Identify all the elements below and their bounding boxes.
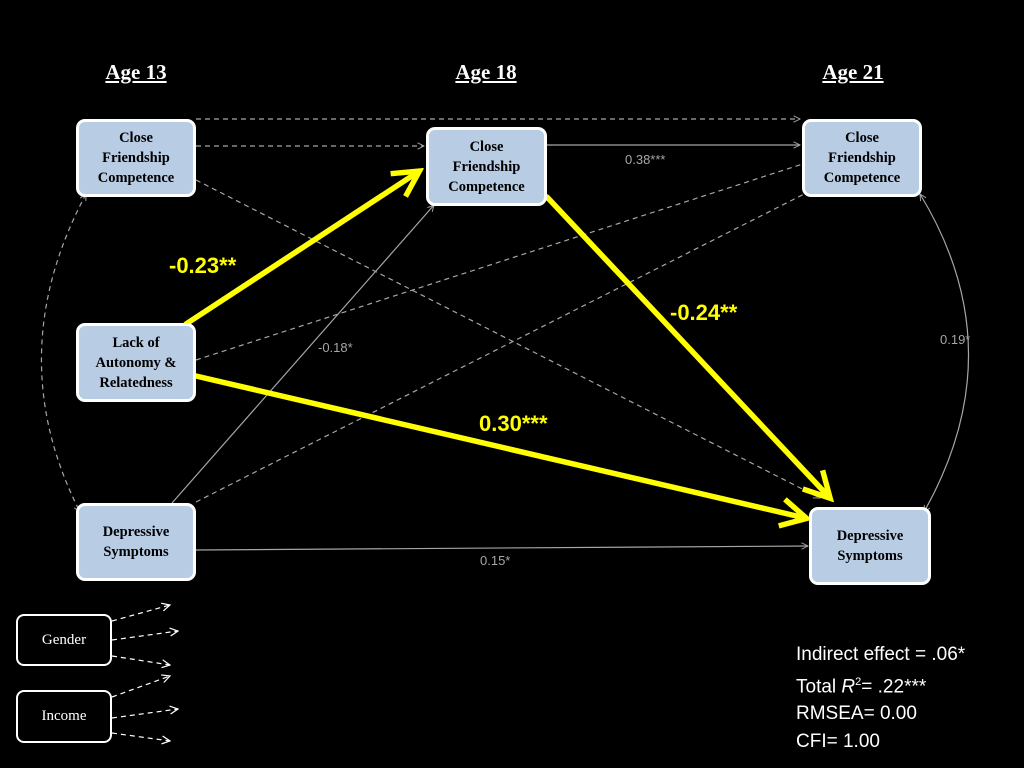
control-income-label: Income xyxy=(41,708,87,724)
control-gender-label: Gender xyxy=(41,631,87,648)
coef-cfc18-to-depr21: -0.24** xyxy=(670,300,738,325)
coef-cfc21-with-depr21: 0.19* xyxy=(940,332,971,347)
covariate-gender-arrow-1 xyxy=(111,605,170,622)
covariate-income-arrow-2 xyxy=(111,709,178,719)
path-cfc13-with-depr13 xyxy=(40,194,87,512)
node-depressive-symptoms-age-21: Depressive Symptoms xyxy=(809,507,931,585)
wave-header-age-18: Age 18 xyxy=(455,60,517,84)
wave-header-age-21: Age 21 xyxy=(822,60,884,84)
node-lack-of-autonomy-relatedness-age-13: Lack of Autonomy & Relatedness xyxy=(76,323,196,402)
path-autonomy13-to-cfc18 xyxy=(183,172,418,327)
path-cfc21-with-depr21 xyxy=(920,194,970,512)
wave-header-age-13: Age 13 xyxy=(105,60,167,84)
node-close-friendship-competence-age-21: Close Friendship Competence xyxy=(802,119,922,197)
path-depr13-to-depr21 xyxy=(195,546,808,551)
model-fit-stats: Indirect effect = .06* Total R2= .22*** … xyxy=(796,641,965,755)
node-label: Lack of Autonomy & Relatedness xyxy=(95,334,177,391)
coef-cfc18-to-cfc21: 0.38*** xyxy=(625,152,666,167)
stat-rmsea: RMSEA= 0.00 xyxy=(796,703,917,725)
covariate-income-arrow-3 xyxy=(111,732,170,741)
coef-depr13-to-cfc18: -0.18* xyxy=(318,340,353,355)
path-depr13-to-cfc21 xyxy=(195,184,822,503)
node-label: Close Friendship Competence xyxy=(97,130,175,186)
node-depressive-symptoms-age-13: Depressive Symptoms xyxy=(76,503,196,581)
covariate-gender-arrow-3 xyxy=(111,655,170,665)
stat-total-r2-sup: 2 xyxy=(855,675,862,688)
control-gender-box: Gender xyxy=(16,614,112,666)
stat-cfi: CFI= 1.00 xyxy=(796,730,880,752)
control-income-box: Income xyxy=(16,690,112,743)
stat-total-r2-symbol: R xyxy=(841,675,856,697)
stat-indirect-effect: Indirect effect = .06* xyxy=(796,644,966,665)
node-close-friendship-competence-age-18: Close Friendship Competence xyxy=(426,127,547,206)
stat-total-r2-value: = .22*** xyxy=(861,675,927,697)
path-depr13-to-cfc18 xyxy=(171,205,434,504)
path-cfc18-to-depr21 xyxy=(544,194,829,497)
coef-depr13-to-depr21: 0.15* xyxy=(480,553,511,568)
node-label: Depressive Symptoms xyxy=(836,528,904,564)
covariate-income-arrow-1 xyxy=(111,676,170,698)
covariate-gender-arrow-2 xyxy=(111,631,178,641)
coef-autonomy13-to-cfc18: -0.23** xyxy=(169,253,237,278)
node-label: Close Friendship Competence xyxy=(823,130,901,186)
coef-autonomy13-to-depr21: 0.30*** xyxy=(479,411,548,436)
path-autonomy13-to-cfc21 xyxy=(195,160,815,361)
stat-total-r2: Total R2= .22*** xyxy=(796,669,965,701)
node-label: Depressive Symptoms xyxy=(102,524,170,560)
node-close-friendship-competence-age-13: Close Friendship Competence xyxy=(76,119,196,197)
path-autonomy13-to-depr21 xyxy=(193,373,805,518)
stat-total-r2-prefix: Total xyxy=(796,675,842,697)
node-label: Close Friendship Competence xyxy=(448,138,525,195)
